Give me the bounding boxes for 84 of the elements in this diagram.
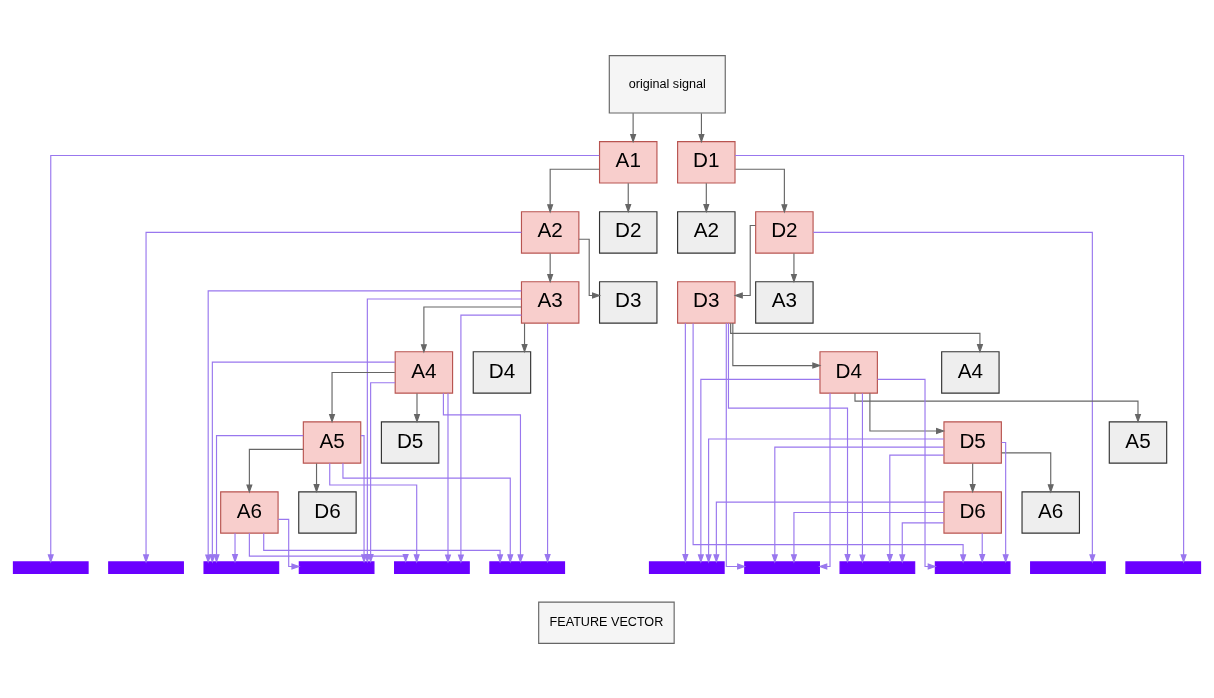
arrow: [854, 392, 1142, 423]
arrow: [818, 392, 831, 570]
arrow: [420, 305, 522, 353]
node-bar: [12, 560, 89, 574]
arrow: [734, 168, 788, 213]
arrow: [413, 392, 421, 423]
arrow: [771, 446, 945, 564]
arrow: [979, 532, 986, 563]
arrow: [682, 322, 689, 563]
arrow: [213, 434, 304, 563]
arrow: [899, 521, 945, 564]
node-box: A6: [1021, 490, 1080, 534]
node-bar: [839, 560, 916, 574]
node-box: D3: [677, 280, 736, 324]
arrow: [705, 437, 945, 563]
arrow: [625, 182, 632, 213]
arrow: [246, 448, 304, 494]
arrow: [812, 231, 1096, 564]
arrow: [360, 434, 368, 563]
arrow: [697, 378, 821, 564]
arrow: [876, 378, 937, 570]
arrow: [546, 252, 554, 283]
node-box: D3: [598, 280, 658, 324]
arrow: [442, 392, 524, 564]
arrow: [969, 462, 976, 493]
arrow: [733, 224, 757, 299]
arrow: [790, 252, 798, 283]
node-box: A4: [394, 350, 454, 394]
node-box: A2: [520, 210, 580, 254]
node-bar: [648, 560, 725, 574]
node-box: D5: [943, 420, 1002, 464]
node-bar: [489, 560, 566, 574]
arrow: [546, 168, 600, 213]
node-bar: [108, 560, 184, 574]
arrow: [869, 392, 946, 434]
node-bar: [1125, 560, 1202, 574]
arrow: [231, 532, 239, 563]
node-box: D4: [819, 350, 878, 394]
arrow: [1001, 441, 1009, 563]
arrow: [521, 322, 528, 353]
arrow: [313, 462, 320, 493]
arrow: [692, 322, 967, 564]
node-box: A2: [677, 210, 736, 254]
arrow: [698, 112, 705, 143]
node-bar: [934, 560, 1011, 574]
node-box: D6: [943, 490, 1002, 534]
arrow: [730, 322, 984, 353]
arrow: [544, 322, 551, 563]
node-bar: [394, 560, 470, 574]
node-bar: [298, 560, 375, 574]
node-box: A4: [941, 350, 1000, 394]
node-box: D2: [598, 210, 658, 254]
arrow: [444, 392, 452, 564]
node-bar: [1030, 560, 1106, 574]
arrow: [732, 322, 822, 369]
arrow: [734, 154, 1187, 564]
node-box: D1: [677, 140, 736, 184]
arrow: [1001, 451, 1054, 493]
arrow: [277, 518, 301, 570]
node-box: FEATURE VECTOR: [538, 601, 675, 644]
arrow: [725, 322, 747, 570]
arrow: [713, 501, 945, 563]
arrow: [859, 392, 866, 564]
arrow: [790, 511, 945, 563]
node-box: A5: [302, 420, 362, 464]
node-box: D5: [380, 420, 440, 464]
arrow: [578, 238, 602, 299]
node-box: D4: [472, 350, 532, 394]
node-box: A6: [220, 490, 279, 534]
arrow: [328, 371, 396, 423]
arrow: [703, 182, 710, 213]
node-box: A3: [520, 280, 580, 324]
node-box: A1: [598, 140, 658, 184]
node-box: A5: [1108, 420, 1168, 464]
arrow: [886, 454, 945, 563]
arrow: [629, 112, 637, 143]
node-box: A3: [755, 280, 814, 324]
arrow: [727, 322, 851, 563]
arrow: [457, 314, 522, 564]
node-bar: [744, 560, 820, 574]
node-bar: [203, 560, 280, 574]
node-box: D2: [755, 210, 814, 254]
node-box: original signal: [608, 54, 726, 114]
node-box: D6: [298, 490, 357, 534]
